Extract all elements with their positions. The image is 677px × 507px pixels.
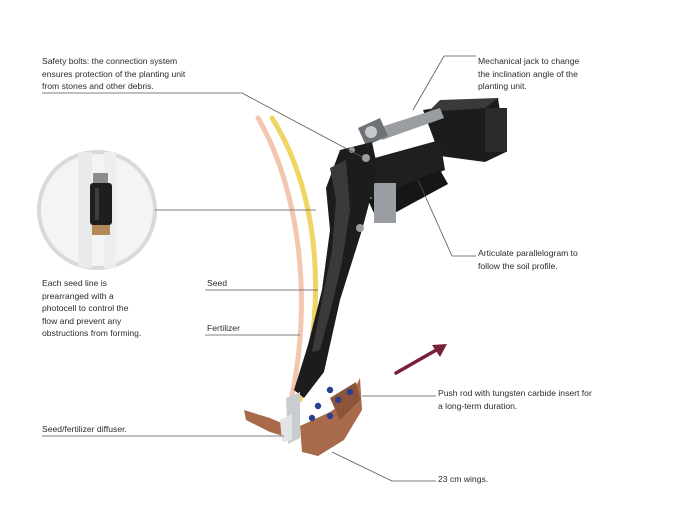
label-diffuser: Seed/fertilizer diffuser. — [42, 424, 127, 434]
main-frame — [294, 142, 378, 398]
hitch-assembly — [358, 98, 507, 162]
leader-wings — [331, 451, 436, 482]
leader-safety-bolts — [42, 92, 363, 158]
photocell-sensor-icon — [90, 173, 112, 235]
seed-fertilizer-diffuser — [280, 392, 300, 444]
photocell-detail — [37, 150, 157, 270]
leader-parallelogram — [417, 179, 476, 257]
mechanical-jack — [358, 108, 444, 146]
label-mechanical-jack: Mechanical jack to change the inclinatio… — [478, 56, 580, 91]
arrow-up-right-icon — [394, 344, 447, 375]
label-wings: 23 cm wings. — [438, 474, 489, 484]
push-rod-bolts — [308, 386, 354, 422]
parallelogram-arms — [360, 140, 448, 223]
leader-mechanical-jack — [412, 55, 476, 111]
label-safety-bolts: Safety bolts: the connection system ensu… — [42, 56, 186, 91]
leader-lines — [42, 55, 476, 482]
label-parallelogram: Articulate parallelogram to follow the s… — [478, 248, 578, 271]
label-push-rod: Push rod with tungsten carbide insert fo… — [438, 388, 592, 411]
label-fertilizer: Fertilizer — [207, 323, 240, 333]
label-seed-line: Each seed line is prearranged with a pho… — [42, 278, 142, 338]
fertilizer-tube — [255, 115, 304, 398]
label-seed: Seed — [207, 278, 228, 288]
